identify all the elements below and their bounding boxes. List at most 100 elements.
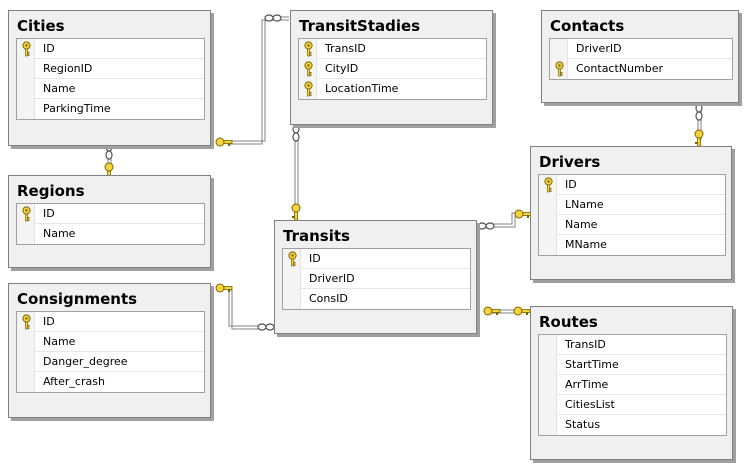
link-transitstadies-transits[interactable] — [294, 138, 299, 212]
column-row[interactable]: Name — [17, 332, 204, 352]
row-selector[interactable] — [17, 372, 35, 392]
relation-key-icon — [514, 209, 532, 219]
column-name: Name — [43, 82, 76, 95]
column-name: After_crash — [43, 375, 105, 388]
column-row[interactable]: Danger_degree — [17, 352, 204, 372]
table-title: Drivers — [539, 153, 601, 171]
column-row[interactable]: ID — [539, 175, 725, 195]
table-transits[interactable]: Transits ID DriverID ConsID — [274, 220, 477, 334]
column-row[interactable]: ID — [17, 312, 204, 332]
relation-key-icon — [483, 306, 501, 316]
primary-key-icon — [303, 61, 314, 77]
many-end-marker — [695, 103, 703, 121]
column-grid: TransID CityID LocationTime — [298, 38, 487, 100]
column-row[interactable]: ID — [283, 249, 470, 269]
row-selector[interactable] — [17, 59, 35, 79]
column-name: RegionID — [43, 62, 93, 75]
row-selector[interactable] — [283, 289, 301, 309]
many-end-markers — [105, 14, 703, 331]
row-selector[interactable] — [550, 39, 568, 59]
row-selector[interactable] — [17, 332, 35, 352]
column-name: Status — [565, 418, 601, 431]
column-row[interactable]: Name — [17, 79, 204, 99]
row-selector[interactable] — [539, 335, 557, 355]
row-selector[interactable] — [539, 415, 557, 435]
many-end-marker — [292, 124, 300, 142]
table-transitstadies[interactable]: TransitStadies TransID CityID LocationTime — [290, 10, 493, 125]
primary-key-icon — [21, 206, 32, 222]
column-name: ArrTime — [565, 378, 609, 391]
column-row[interactable]: ContactNumber — [550, 59, 732, 79]
row-selector[interactable] — [539, 395, 557, 415]
column-row[interactable]: ArrTime — [539, 375, 726, 395]
row-selector[interactable] — [17, 99, 35, 119]
column-row[interactable]: DriverID — [550, 39, 732, 59]
column-row[interactable]: StartTime — [539, 355, 726, 375]
column-name: CitiesList — [565, 398, 615, 411]
column-row[interactable]: Status — [539, 415, 726, 435]
table-title: Transits — [283, 227, 350, 245]
column-row[interactable]: RegionID — [17, 59, 204, 79]
column-row[interactable]: LocationTime — [299, 79, 486, 99]
column-row[interactable]: ConsID — [283, 289, 470, 309]
table-title: Regions — [17, 182, 85, 200]
column-name: TransID — [565, 338, 606, 351]
column-name: Danger_degree — [43, 355, 128, 368]
column-name: ContactNumber — [576, 62, 663, 75]
column-name: ConsID — [309, 292, 348, 305]
column-name: DriverID — [309, 272, 355, 285]
column-name: StartTime — [565, 358, 619, 371]
table-title: Consignments — [17, 290, 138, 308]
column-name: ID — [565, 178, 577, 191]
column-row[interactable]: Name — [539, 215, 725, 235]
column-row[interactable]: TransID — [539, 335, 726, 355]
column-row[interactable]: DriverID — [283, 269, 470, 289]
column-row[interactable]: MName — [539, 235, 725, 255]
link-cities-transitstadies[interactable] — [230, 16, 289, 145]
column-name: ID — [43, 315, 55, 328]
row-selector[interactable] — [17, 79, 35, 99]
relation-key-icon — [215, 283, 233, 293]
row-selector[interactable] — [539, 375, 557, 395]
column-row[interactable]: After_crash — [17, 372, 204, 392]
column-row[interactable]: TransID — [299, 39, 486, 59]
row-selector[interactable] — [17, 352, 35, 372]
row-selector[interactable] — [283, 269, 301, 289]
column-row[interactable]: LName — [539, 195, 725, 215]
column-row[interactable]: Name — [17, 224, 204, 244]
row-selector[interactable] — [539, 195, 557, 215]
column-row[interactable]: ParkingTime — [17, 99, 204, 119]
relation-key-icon — [694, 129, 704, 147]
link-consignments-transits[interactable] — [228, 286, 262, 330]
column-name: MName — [565, 238, 607, 251]
column-name: Name — [43, 335, 76, 348]
table-title: Routes — [539, 313, 598, 331]
column-name: ID — [43, 42, 55, 55]
row-selector[interactable] — [539, 235, 557, 255]
column-row[interactable]: CitiesList — [539, 395, 726, 415]
column-name: LName — [565, 198, 604, 211]
column-row[interactable]: ID — [17, 39, 204, 59]
column-name: CityID — [325, 62, 359, 75]
relation-key-icon — [215, 137, 233, 147]
row-selector[interactable] — [539, 215, 557, 235]
column-row[interactable]: CityID — [299, 59, 486, 79]
column-row[interactable]: ID — [17, 204, 204, 224]
row-selector[interactable] — [539, 355, 557, 375]
column-name: TransID — [325, 42, 366, 55]
primary-key-icon — [21, 41, 32, 57]
table-title: TransitStadies — [299, 17, 421, 35]
column-grid: DriverID ContactNumber — [549, 38, 733, 80]
row-selector[interactable] — [17, 224, 35, 244]
column-name: ID — [309, 252, 321, 265]
column-grid: ID DriverID ConsID — [282, 248, 471, 310]
